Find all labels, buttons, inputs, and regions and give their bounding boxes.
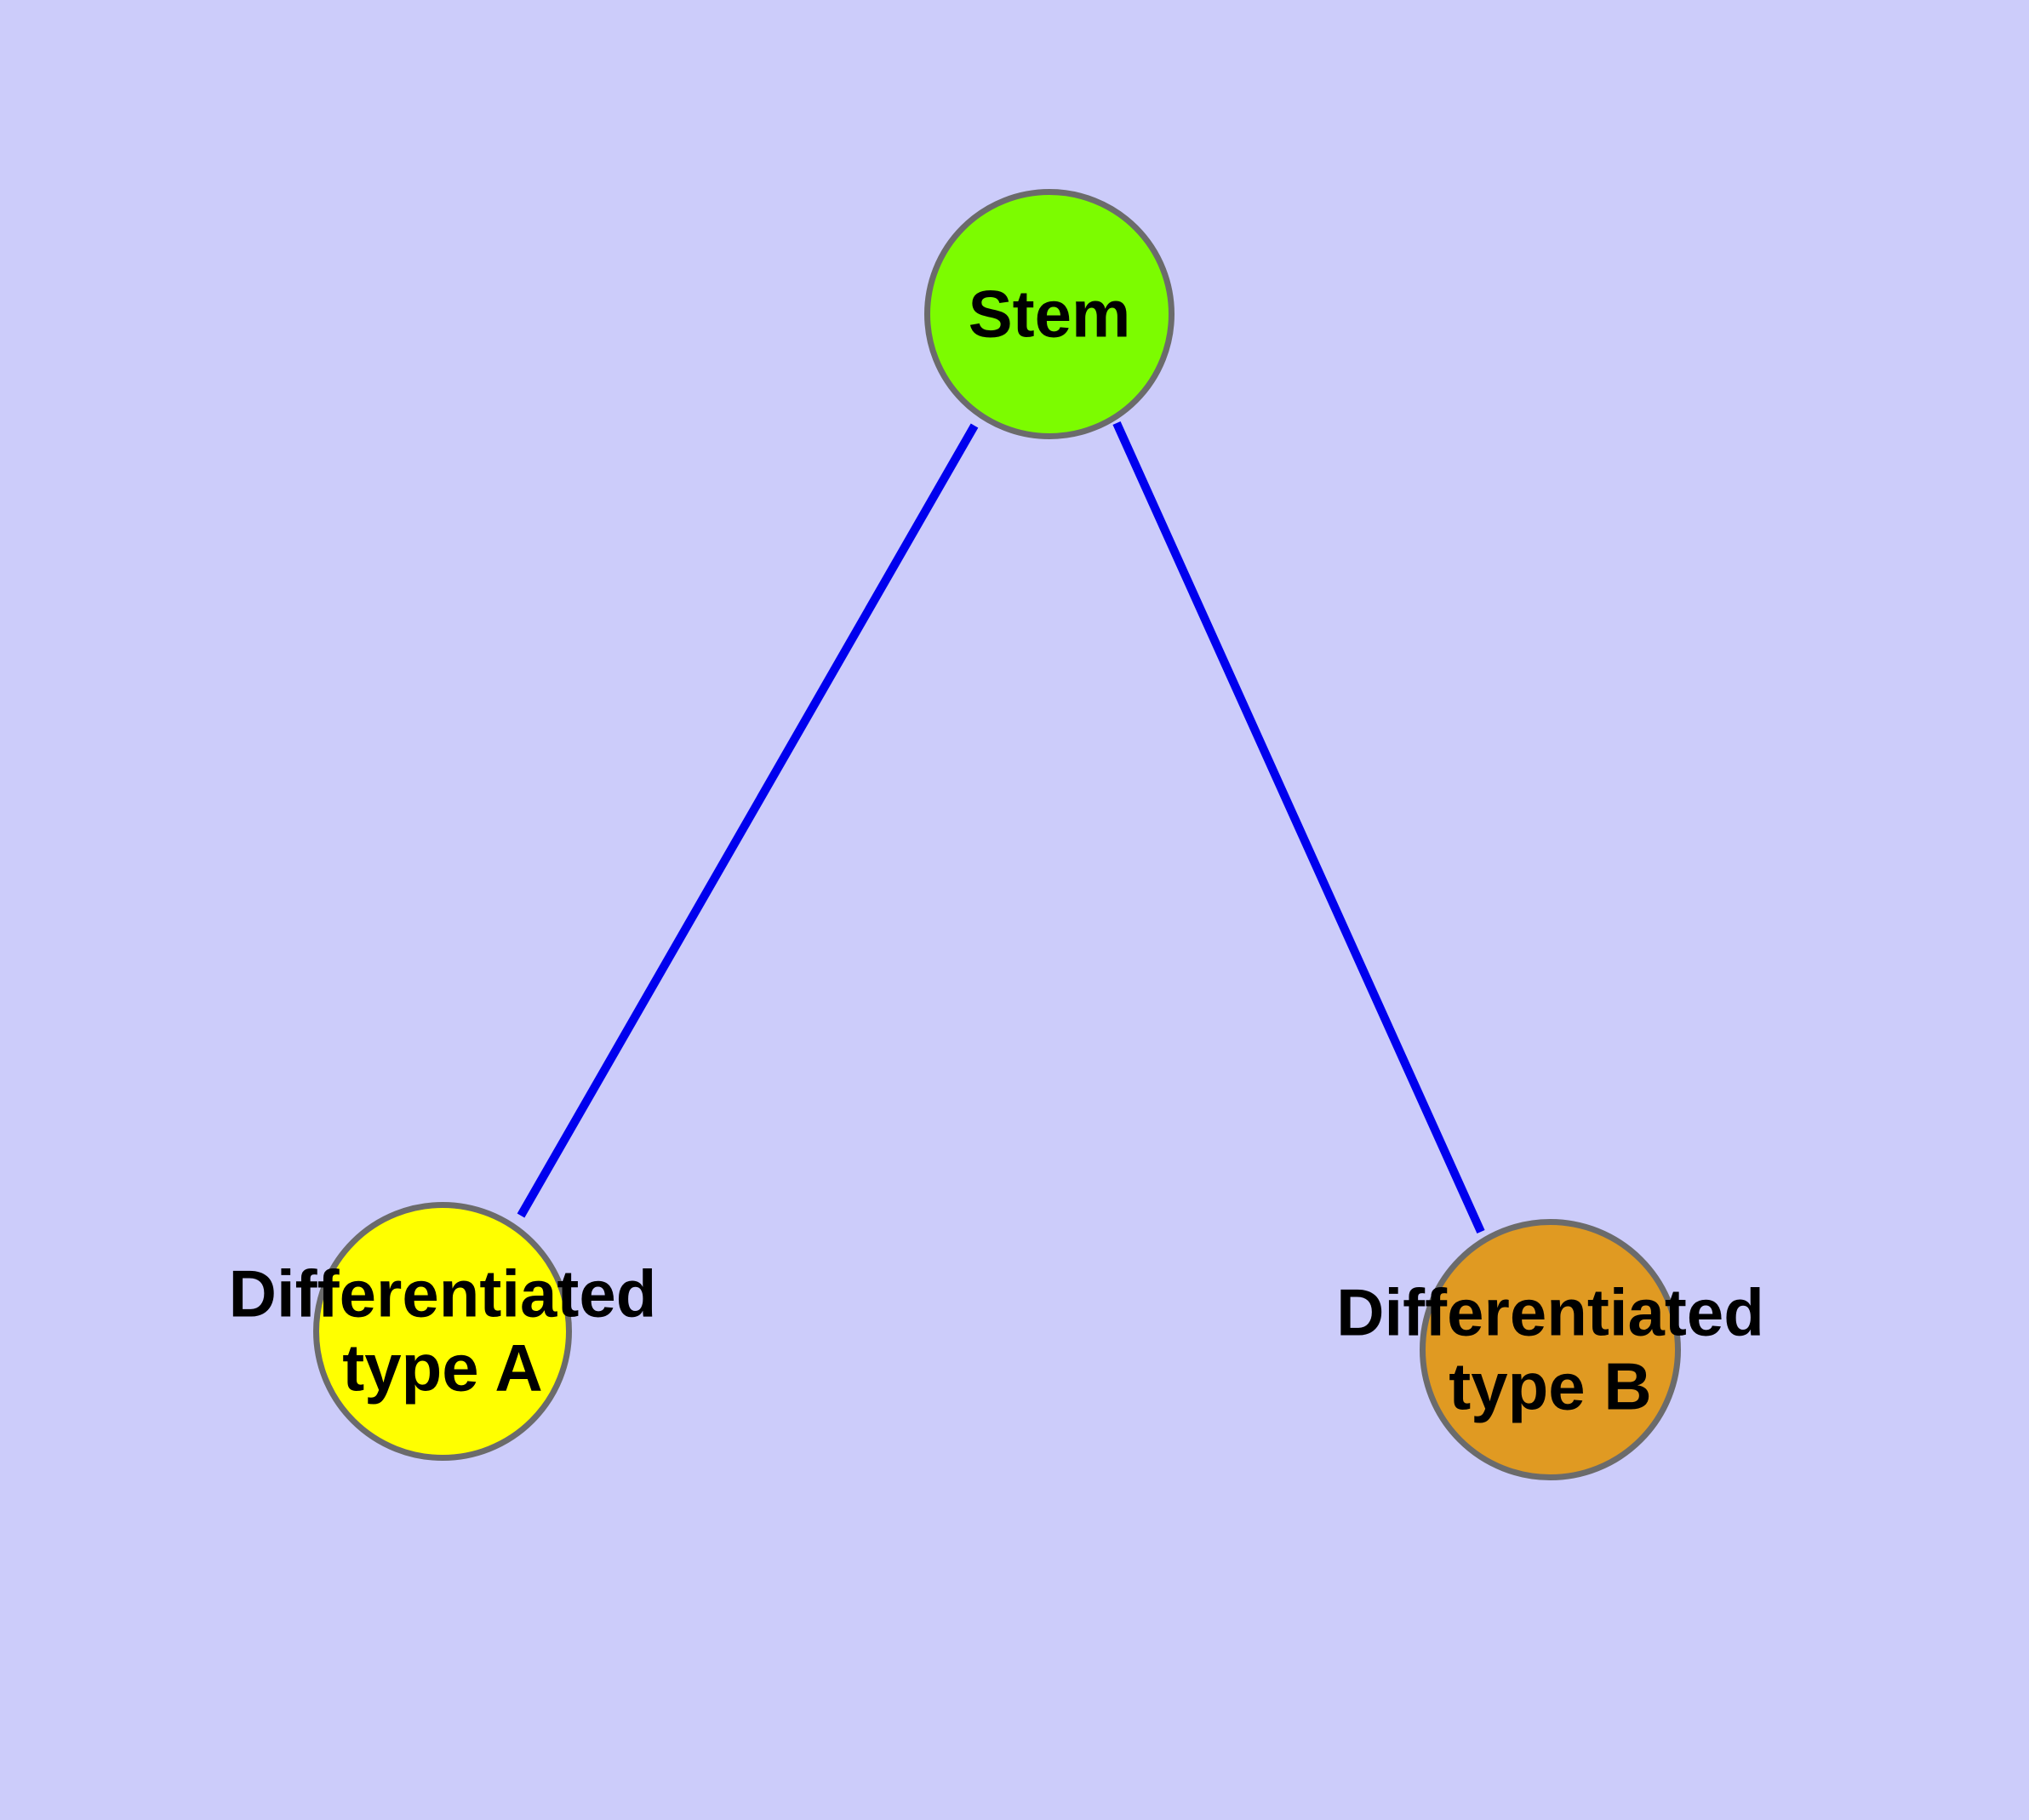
- edge-stem-to-differentiated-type-b: [1112, 421, 1485, 1234]
- node-stem[interactable]: Stem: [924, 189, 1175, 439]
- node-differentiated-type-b[interactable]: Differentiated type B: [1336, 1219, 1764, 1480]
- edge-stem-to-differentiated-type-a: [517, 423, 979, 1218]
- node-stem-label: Stem: [968, 276, 1131, 352]
- node-differentiated-type-a[interactable]: Differentiated type A: [229, 1202, 656, 1461]
